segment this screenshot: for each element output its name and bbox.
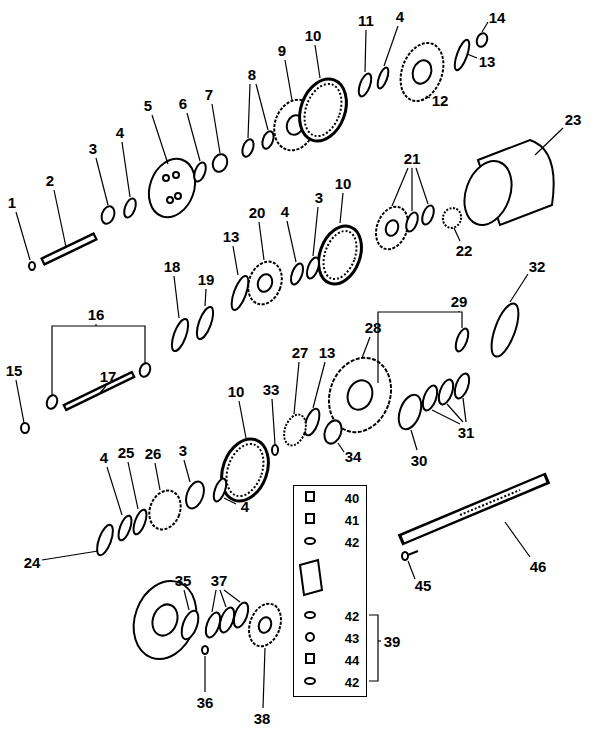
callout-number: 4 [395,8,405,25]
callout-number: 9 [277,42,287,59]
callout-number: 4 [99,449,109,466]
callout-number: 34 [344,448,363,465]
callout-number: 42 [345,536,359,549]
callout-number: 43 [345,632,359,645]
callout-number: 23 [564,111,583,128]
callout-number: 37 [210,572,229,589]
callout-number: 14 [488,9,507,26]
callout-number: 35 [174,572,193,589]
callout-number: 11 [357,12,375,29]
callout-number: 39 [383,633,402,650]
callout-number: 4 [115,124,125,141]
callout-number: 41 [345,514,359,527]
callout-number: 40 [345,492,359,505]
callout-number: 25 [117,444,136,461]
callout-number: 4 [240,498,250,515]
callout-number: 20 [248,204,267,221]
callout-number: 29 [450,293,469,310]
callout-number: 45 [414,577,433,594]
callout-number: 13 [222,228,241,245]
callout-number: 10 [334,175,353,192]
callout-number: 17 [99,368,118,385]
callout-number: 42 [345,610,359,623]
callout-number: 38 [253,710,272,727]
callout-number: 3 [88,140,98,157]
callout-number: 33 [262,381,281,398]
callout-number: 2 [45,172,55,189]
callout-number: 16 [87,306,106,323]
callout-number: 24 [23,554,42,571]
callout-number: 3 [314,189,324,206]
callout-number: 12 [431,92,450,109]
callout-number: 5 [143,97,153,114]
callout-number: 7 [204,86,214,103]
callout-number: 27 [291,344,310,361]
callout-number: 8 [247,66,257,83]
callout-number: 19 [197,271,216,288]
callout-number: 6 [178,95,188,112]
callout-number: 30 [410,452,429,469]
callout-number: 28 [364,319,383,336]
callout-number: 22 [455,242,474,259]
callout-number: 13 [478,53,497,70]
callout-number: 46 [529,558,548,575]
callout-number: 10 [304,27,323,44]
callout-number: 1 [7,194,17,211]
callout-number: 32 [528,258,547,275]
callout-number: 10 [227,383,246,400]
callout-number: 18 [163,258,182,275]
callout-number: 3 [178,442,188,459]
callout-number: 4 [280,203,290,220]
callout-number: 26 [144,445,163,462]
kit-box: 40 41 42 42 43 44 42 [293,485,367,697]
callout-number: 44 [345,654,359,667]
callout-number: 21 [403,150,422,167]
callout-number: 13 [318,344,337,361]
callout-number: 42 [345,676,359,689]
callout-number: 31 [457,424,476,441]
callout-number: 15 [5,362,24,379]
callout-number: 36 [196,694,215,711]
